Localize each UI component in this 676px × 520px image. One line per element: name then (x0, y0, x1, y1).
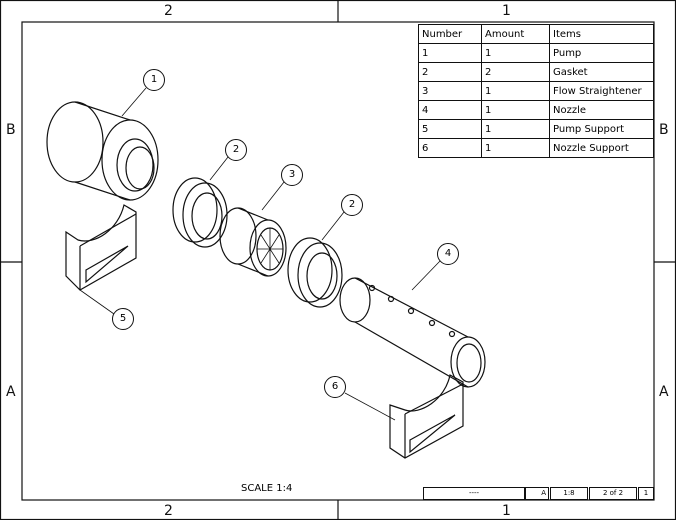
cell-amount: 2 (481, 62, 550, 82)
title-block-name: ---- (423, 487, 525, 500)
balloon-leaders (79, 87, 441, 421)
cell-amount: 1 (481, 81, 550, 101)
item-balloon: 3 (281, 164, 303, 186)
header-number: Number (418, 24, 482, 44)
cell-item: Pump Support (549, 119, 654, 139)
cell-amount: 1 (481, 100, 550, 120)
item-balloon: 4 (437, 243, 459, 265)
zone-label-right-b: B (659, 122, 669, 138)
cell-amount: 1 (481, 119, 550, 139)
zone-label-top-2: 2 (164, 3, 173, 19)
scale-label: SCALE 1:4 (241, 483, 293, 494)
zone-label-top-1: 1 (502, 3, 511, 19)
title-block-size: A (525, 487, 549, 500)
title-block-rev: 1 (638, 487, 654, 500)
table-header-row: Number Amount Items (418, 24, 654, 44)
cell-number: 6 (418, 138, 482, 158)
zone-label-right-a: A (659, 384, 669, 400)
title-block-sheet: 2 of 2 (589, 487, 637, 500)
zone-label-left-a: A (6, 384, 16, 400)
cell-item: Pump (549, 43, 654, 63)
header-items: Items (549, 24, 654, 44)
cell-number: 2 (418, 62, 482, 82)
cell-amount: 1 (481, 43, 550, 63)
cell-number: 1 (418, 43, 482, 63)
gasket-part (287, 237, 343, 308)
cell-item: Flow Straightener (549, 81, 654, 101)
item-balloon: 2 (341, 194, 363, 216)
pump-part (46, 101, 159, 201)
cell-item: Gasket (549, 62, 654, 82)
cell-amount: 1 (481, 138, 550, 158)
gasket-part (172, 177, 228, 248)
header-amount: Amount (481, 24, 550, 44)
zone-label-bottom-2: 2 (164, 503, 173, 519)
zone-label-bottom-1: 1 (502, 503, 511, 519)
cell-item: Nozzle Support (549, 138, 654, 158)
zone-label-left-b: B (6, 122, 16, 138)
nozzle-part (339, 277, 486, 388)
item-balloon: 5 (112, 308, 134, 330)
title-block-scale: 1:8 (550, 487, 588, 500)
nozzle-support-part (389, 374, 464, 459)
item-balloon: 1 (143, 69, 165, 91)
flow-straightener-part (219, 207, 287, 277)
cell-number: 3 (418, 81, 482, 101)
item-balloon: 6 (324, 376, 346, 398)
cell-item: Nozzle (549, 100, 654, 120)
item-balloon: 2 (225, 139, 247, 161)
cell-number: 5 (418, 119, 482, 139)
pump-support-part (65, 204, 137, 291)
cell-number: 4 (418, 100, 482, 120)
